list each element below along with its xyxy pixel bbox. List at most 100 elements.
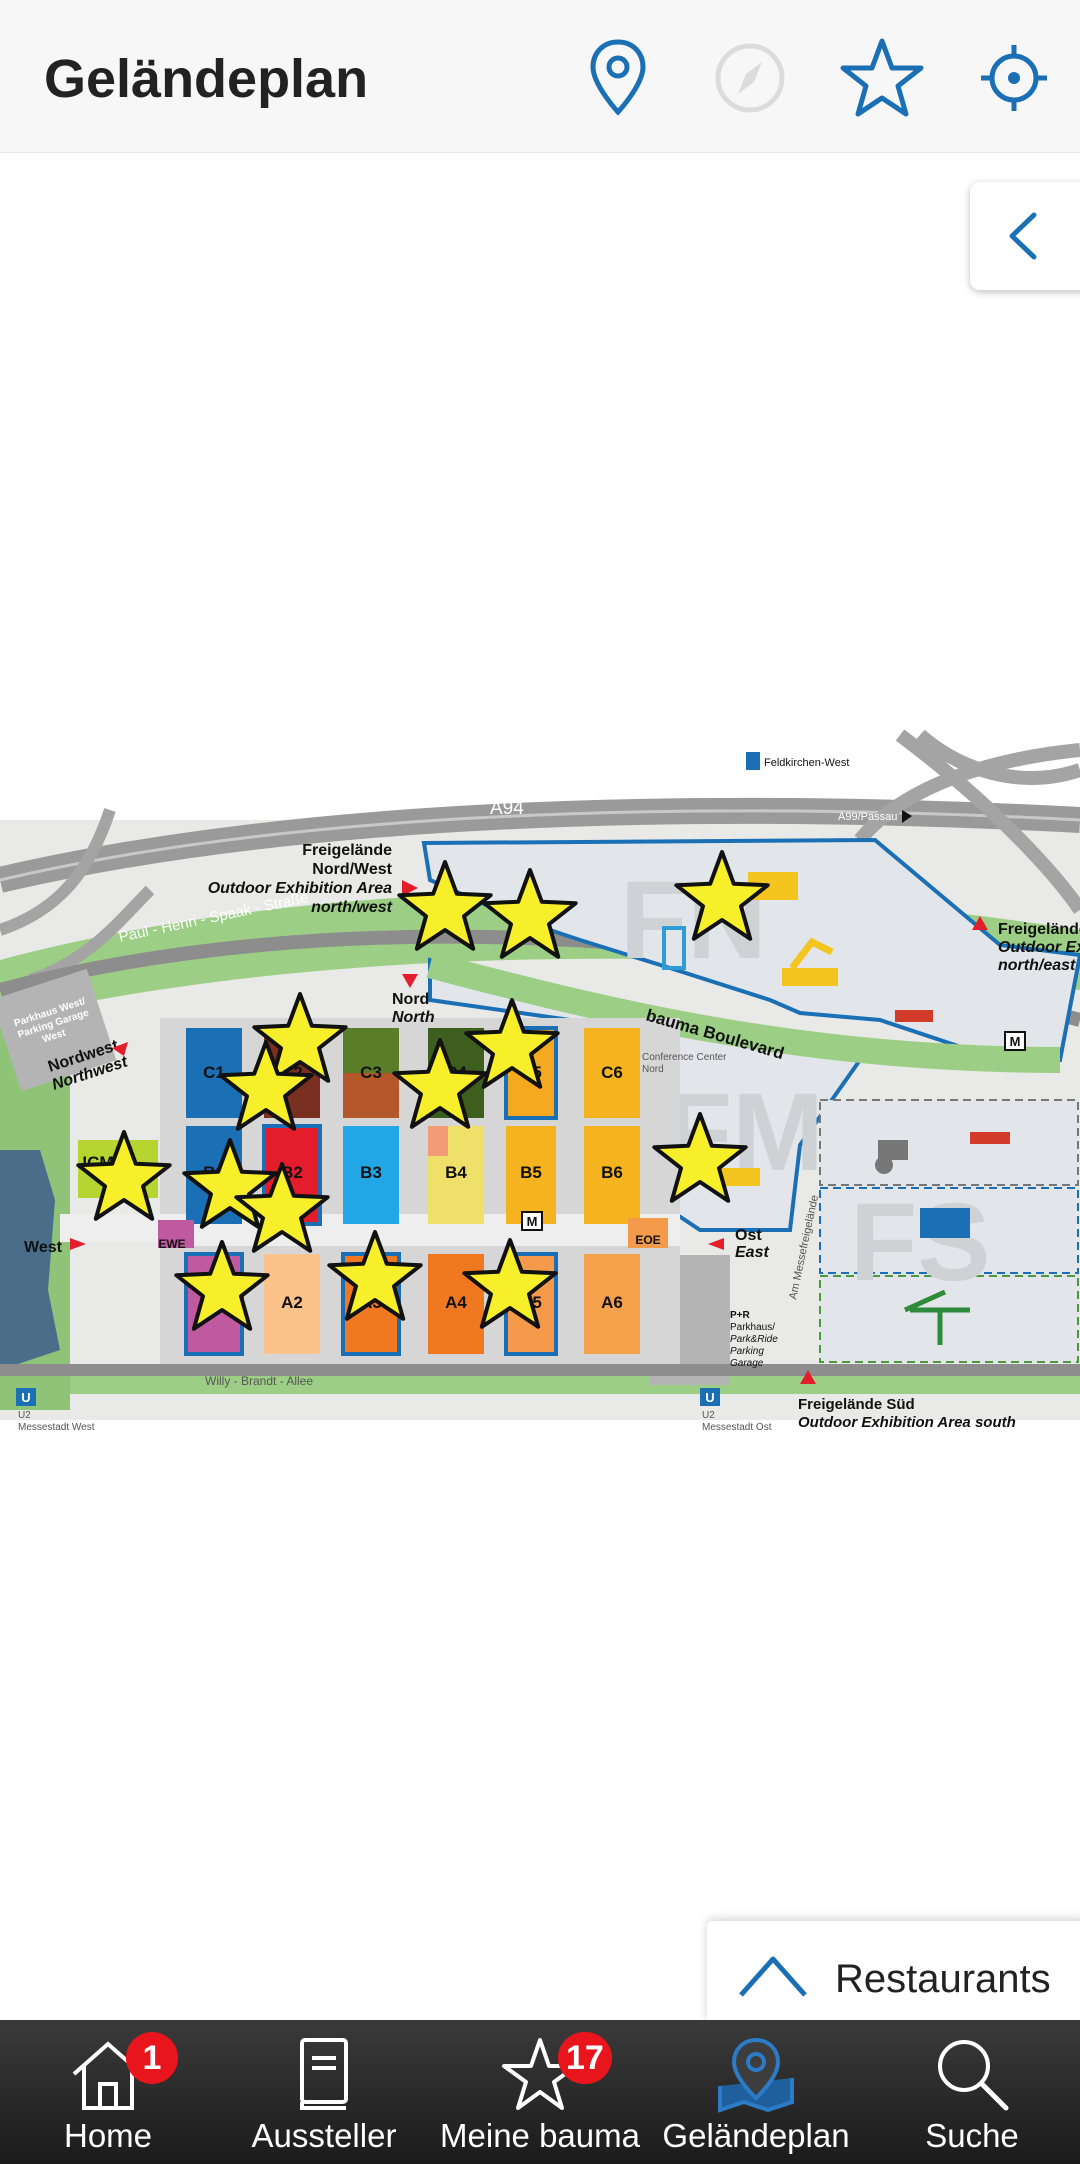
hall-a4-label: A4 [445, 1293, 467, 1312]
metro-label-center: M [527, 1214, 538, 1229]
highway-interchange [854, 730, 1080, 914]
parking-west [0, 968, 117, 1092]
home-badge: 1 [126, 2032, 178, 2084]
parking-east-line5: Garage [730, 1358, 764, 1369]
a99-arrow [902, 810, 912, 823]
parking-east-line4: Parking [730, 1346, 764, 1357]
page-title: Geländeplan [44, 49, 369, 109]
entrance-east: East [735, 1244, 769, 1261]
side-panel-toggle[interactable] [970, 182, 1080, 290]
outdoor-ne-line3: north/east [998, 957, 1076, 974]
nav-suche[interactable]: Suche [864, 2020, 1080, 2164]
conference-line1: Conference Center [642, 1052, 727, 1063]
conference-line2: Nord [642, 1064, 664, 1075]
app-header: Geländeplan [0, 0, 1080, 153]
ubahn-east-line2: Messestadt Ost [702, 1422, 772, 1433]
entrance-nord: Nord [392, 991, 429, 1008]
my-location-button[interactable] [970, 34, 1058, 122]
favorite-star-marker[interactable] [252, 992, 348, 1083]
nav-aussteller-label: Aussteller [251, 2117, 397, 2154]
book-icon [300, 2038, 348, 2110]
favorite-star-marker[interactable] [182, 1138, 278, 1229]
hall-b4-label: B4 [445, 1163, 467, 1182]
nav-gelaendeplan[interactable]: Geländeplan [648, 2020, 864, 2164]
location-pin-icon [590, 39, 646, 116]
favorite-stars [76, 850, 770, 1331]
favorite-star-marker[interactable] [392, 1038, 488, 1129]
nav-home[interactable]: 1 Home [0, 2020, 216, 2164]
ewe-label: EWE [158, 1237, 185, 1251]
machinery-icons [662, 872, 1010, 1345]
hall-a6-label: A6 [601, 1293, 623, 1312]
favorite-star-marker[interactable] [218, 1040, 314, 1131]
favorite-star-marker[interactable] [76, 1130, 172, 1221]
ubahn-west-line1: U2 [18, 1410, 31, 1421]
hall-c3-label: C3 [360, 1063, 382, 1082]
favorite-star-marker[interactable] [674, 850, 770, 941]
outdoor-nw-line4: north/west [311, 899, 393, 916]
metro-label-east: M [1010, 1034, 1021, 1049]
hall-b5-label: B5 [520, 1163, 542, 1182]
outdoor-ne-line2: Outdoor Ex [998, 939, 1080, 956]
hall-a4 [428, 1254, 484, 1354]
favorite-star-marker[interactable] [327, 1230, 423, 1321]
ubahn-east-line1: U2 [702, 1410, 715, 1421]
a94-label: A94 [490, 798, 524, 819]
outdoor-south-line1: Freigelände Süd [798, 1396, 915, 1413]
outdoor-ne-line1: Freigelände [998, 921, 1080, 938]
location-pin-button[interactable] [574, 34, 662, 122]
bauma-boulevard [426, 952, 1061, 1073]
hall-b5 [506, 1126, 556, 1224]
ewe-entrance [158, 1220, 194, 1248]
star-icon [840, 38, 924, 117]
meine-bauma-badge: 17 [558, 2032, 612, 2084]
hall-c6 [584, 1028, 640, 1118]
eoe-label: EOE [635, 1233, 660, 1247]
site-map[interactable]: FN FM FS C1 C2 [0, 730, 1080, 1442]
nav-suche-label: Suche [925, 2117, 1019, 2154]
parking-east-line2: Parkhaus/ [730, 1322, 775, 1333]
restaurants-panel[interactable]: Restaurants [707, 1921, 1080, 2021]
map-pin-icon [718, 2037, 794, 2113]
favorite-star-marker[interactable] [397, 860, 493, 951]
outdoor-south-line2: Outdoor Exhibition Area south [798, 1414, 1016, 1431]
chevron-left-icon [1009, 212, 1037, 260]
entrance-ost: Ost [735, 1227, 762, 1244]
nav-meine-bauma[interactable]: 17 Meine bauma [432, 2020, 648, 2164]
favorite-star-marker[interactable] [652, 1112, 748, 1203]
nav-meine-bauma-label: Meine bauma [440, 2117, 640, 2154]
nav-home-label: Home [63, 2117, 153, 2154]
compass-icon [715, 43, 785, 113]
street-south [0, 1364, 1080, 1376]
area-fs-label: FS [850, 1181, 991, 1304]
nav-aussteller[interactable]: Aussteller [216, 2020, 432, 2164]
compass-button[interactable] [706, 34, 794, 122]
nav-gelaendeplan-label: Geländeplan [662, 2117, 850, 2154]
restaurants-label: Restaurants [835, 1957, 1051, 2001]
bottom-nav: 1 Home Aussteller 17 Meine bauma Gelände… [0, 2020, 1080, 2164]
entrance-west: West [24, 1239, 63, 1256]
a99-label: A99/Passau [838, 811, 897, 823]
favorites-button[interactable] [838, 34, 926, 122]
svg-text:U: U [705, 1390, 714, 1405]
street-south-label: Willy - Brandt - Allee [205, 1374, 313, 1388]
hall-a6 [584, 1254, 640, 1354]
crosshair-icon [981, 45, 1047, 111]
favorite-star-marker[interactable] [464, 998, 560, 1089]
favorite-star-marker[interactable] [234, 1162, 330, 1253]
eoe-entrance [628, 1218, 668, 1248]
svg-text:U: U [21, 1390, 30, 1405]
entrance-north: North [392, 1009, 435, 1026]
search-icon [938, 2040, 1009, 2111]
hall-c1-label: C1 [203, 1063, 225, 1082]
favorite-star-marker[interactable] [174, 1240, 270, 1331]
hall-a2-label: A2 [281, 1293, 303, 1312]
outdoor-nw-line3: Outdoor Exhibition Area [208, 880, 392, 897]
outdoor-nw-line1: Freigelände [302, 842, 392, 859]
favorite-star-marker[interactable] [482, 868, 578, 959]
favorite-star-marker[interactable] [462, 1238, 558, 1329]
hall-b3 [343, 1126, 399, 1224]
chevron-up-icon [739, 1956, 807, 1997]
hall-a2 [264, 1254, 320, 1354]
feldkirchen-label: Feldkirchen-West [764, 757, 849, 769]
